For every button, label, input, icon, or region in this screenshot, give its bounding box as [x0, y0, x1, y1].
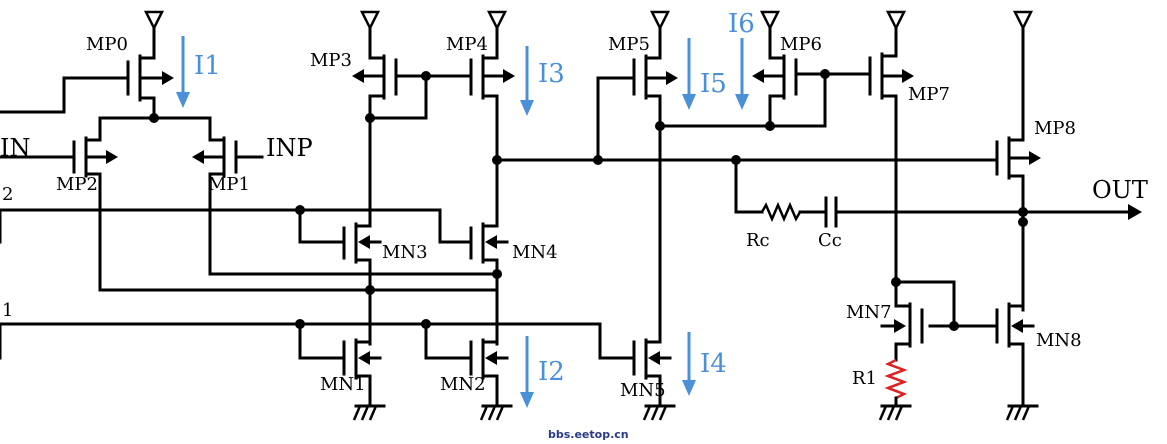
label-i2: I2 [538, 357, 565, 387]
label-mp6: MP6 [780, 34, 822, 55]
r1-resistor [884, 358, 908, 408]
label-mp0: MP0 [86, 34, 128, 55]
ground-symbols [352, 404, 1039, 421]
mn2-transistor [469, 338, 509, 408]
label-i5: I5 [700, 69, 727, 99]
label-mn8: MN8 [1036, 330, 1082, 351]
label-mn3: MN3 [382, 242, 428, 263]
label-cc: Cc [818, 230, 842, 251]
rc-cc-compensation [734, 158, 1142, 228]
label-mn7: MN7 [846, 302, 892, 323]
label-bias-v1: 1 [2, 300, 13, 321]
label-i1: I1 [194, 51, 221, 81]
label-i6: I6 [728, 9, 755, 39]
mp7-transistor [868, 26, 914, 284]
watermark-text: bbs.eetop.cn [548, 428, 629, 441]
mn5-transistor [632, 338, 672, 408]
label-rc: Rc [746, 230, 770, 251]
mp3-transistor [352, 26, 398, 228]
mn1-transistor [342, 338, 382, 408]
label-mp4: MP4 [446, 34, 488, 55]
vdd-symbols [143, 10, 1034, 31]
label-mp7: MP7 [908, 84, 950, 105]
label-mn2: MN2 [440, 374, 486, 395]
mp8-transistor [995, 26, 1041, 312]
label-inn: IN [0, 134, 30, 162]
label-mp5: MP5 [608, 34, 650, 55]
mp2-transistor [0, 116, 118, 292]
label-mp2: MP2 [56, 174, 98, 195]
label-mn1: MN1 [320, 374, 366, 395]
mp5-transistor [596, 26, 678, 344]
mn3-transistor [342, 222, 382, 346]
label-i3: I3 [538, 59, 565, 89]
mn8-transistor [995, 302, 1035, 408]
label-mn4: MN4 [512, 242, 558, 263]
label-mp8: MP8 [1034, 118, 1076, 139]
current-arrows [176, 36, 749, 408]
label-out: OUT [1092, 176, 1148, 204]
mp1-transistor [192, 116, 264, 276]
mn4-transistor [469, 222, 509, 346]
label-r1: R1 [852, 368, 877, 389]
label-mp1: MP1 [208, 174, 250, 195]
label-inp: INP [266, 134, 313, 162]
label-i4: I4 [700, 349, 727, 379]
mp0-transistor [0, 26, 174, 120]
mn7-transistor [880, 280, 924, 362]
tail-node [149, 113, 159, 123]
label-mn5: MN5 [620, 380, 666, 401]
mp4-transistor [469, 26, 515, 228]
label-bias-v2: 2 [2, 184, 13, 205]
label-mp3: MP3 [310, 50, 352, 71]
